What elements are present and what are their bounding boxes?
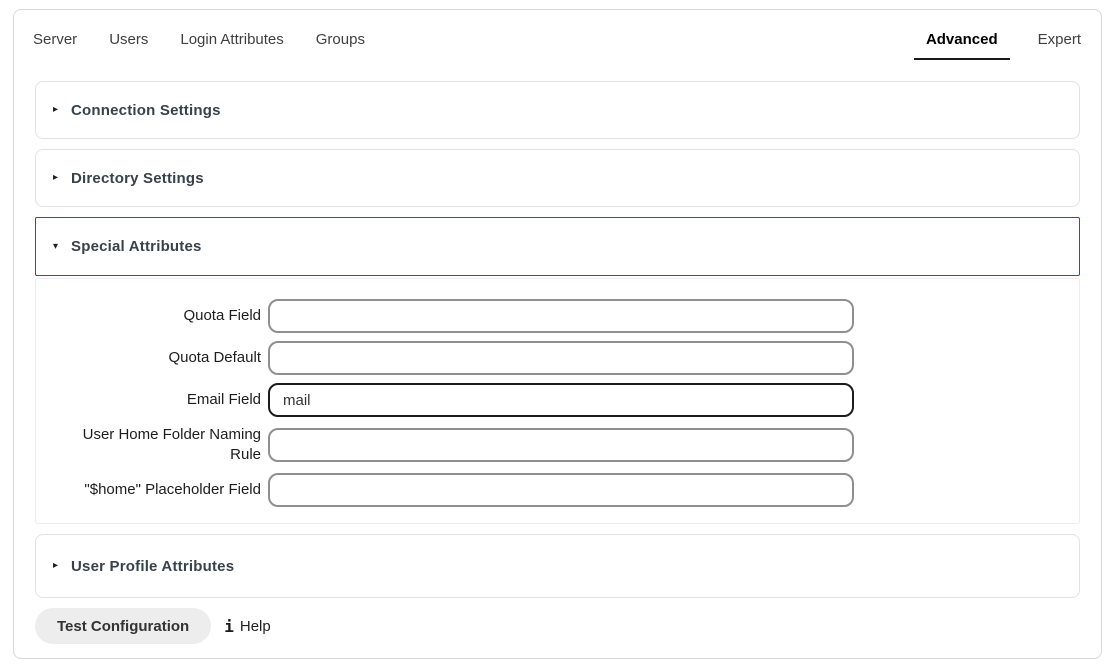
email-field-input[interactable] [268,383,854,417]
home-folder-naming-rule-label: User Home Folder Naming Rule [82,426,261,463]
section-user-profile-attributes: ▸ User Profile Attributes [35,534,1080,598]
help-link[interactable]: i Help [224,617,271,636]
section-header-directory-settings[interactable]: ▸ Directory Settings [35,149,1080,207]
ldap-settings-panel: Server Users Login Attributes Groups Adv… [13,9,1102,659]
info-icon: i [224,616,234,636]
tab-server[interactable]: Server [33,31,78,48]
chevron-right-icon: ▸ [53,172,59,183]
tab-login-attributes[interactable]: Login Attributes [180,31,284,48]
tab-bar: Server Users Login Attributes Groups Adv… [30,24,1085,60]
tab-group-right: Advanced Expert [913,25,1083,60]
section-title: Special Attributes [71,238,202,255]
chevron-right-icon: ▸ [53,560,59,571]
email-field-label: Email Field [186,391,261,408]
section-header-special-attributes[interactable]: ▾ Special Attributes [35,217,1080,276]
section-header-connection-settings[interactable]: ▸ Connection Settings [35,81,1080,139]
quota-default-label: Quota Default [168,349,261,366]
field-row-email-field: Email Field [36,383,1079,417]
tab-users[interactable]: Users [109,31,149,48]
chevron-down-icon: ▾ [53,240,59,252]
chevron-right-icon: ▸ [53,104,59,115]
tab-expert[interactable]: Expert [1037,31,1081,48]
home-folder-naming-rule-input[interactable] [268,428,854,462]
section-title: Connection Settings [71,101,221,119]
section-title: Directory Settings [71,169,204,187]
tab-advanced[interactable]: Advanced [913,25,1010,60]
home-placeholder-field-input[interactable] [268,473,854,507]
section-title: User Profile Attributes [71,557,235,575]
field-row-quota-default: Quota Default [36,341,1079,375]
section-special-attributes: ▾ Special Attributes Quota Field Quota D… [35,217,1080,524]
help-label: Help [239,617,271,635]
special-attributes-form: Quota Field Quota Default Email Field Us… [35,278,1080,524]
quota-field-label: Quota Field [183,307,261,324]
field-row-home-folder-naming-rule: User Home Folder Naming Rule [36,425,1079,465]
field-row-home-placeholder-field: "$home" Placeholder Field [36,473,1079,507]
section-directory-settings: ▸ Directory Settings [35,149,1080,207]
footer-actions: Test Configuration i Help [35,608,1085,644]
tab-group-left: Server Users Login Attributes Groups [31,25,367,60]
home-placeholder-field-label: "$home" Placeholder Field [84,481,261,498]
quota-default-input[interactable] [268,341,854,375]
field-row-quota-field: Quota Field [36,299,1079,333]
section-header-user-profile-attributes[interactable]: ▸ User Profile Attributes [35,534,1080,598]
section-connection-settings: ▸ Connection Settings [35,81,1080,139]
test-configuration-button[interactable]: Test Configuration [35,608,212,644]
tab-groups[interactable]: Groups [315,31,365,48]
quota-field-input[interactable] [268,299,854,333]
